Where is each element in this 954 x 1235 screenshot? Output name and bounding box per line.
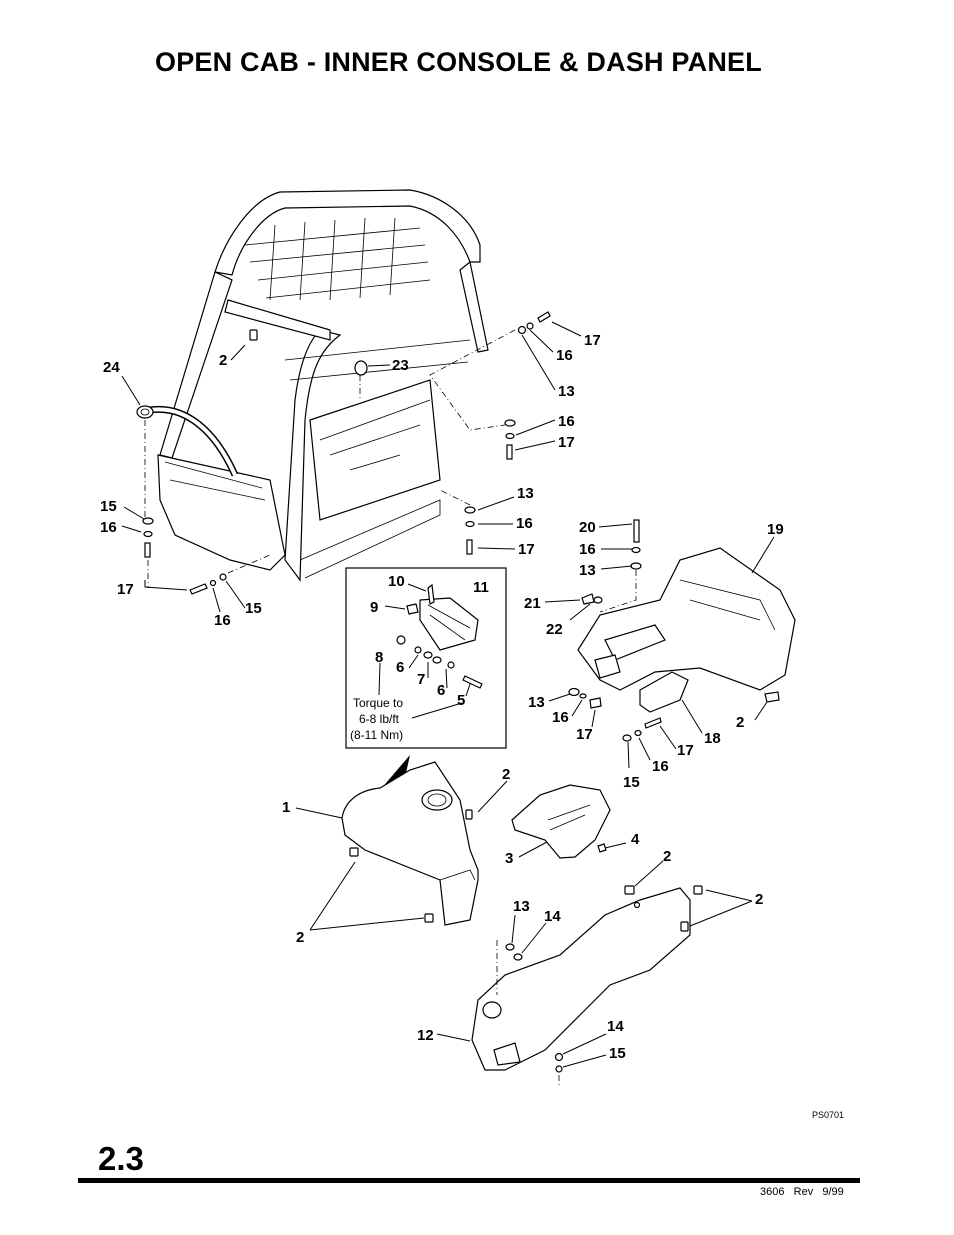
callout-17: 17 xyxy=(677,742,694,759)
callout-18: 18 xyxy=(704,730,721,747)
callout-2: 2 xyxy=(219,352,227,369)
callout-8: 8 xyxy=(375,649,383,666)
callout-16: 16 xyxy=(652,758,669,775)
callout-13: 13 xyxy=(579,562,596,579)
callout-11: 11 xyxy=(473,579,489,596)
callout-16: 16 xyxy=(516,515,533,532)
inset-detail-box xyxy=(345,567,507,749)
callout-9: 9 xyxy=(370,599,378,616)
callout-23: 23 xyxy=(392,357,409,374)
callout-6: 6 xyxy=(396,659,404,676)
callout-labels: 24 2 23 17 16 13 16 17 13 16 17 15 16 17… xyxy=(100,332,784,1062)
callout-13: 13 xyxy=(513,898,530,915)
callout-16: 16 xyxy=(214,612,231,629)
callout-15: 15 xyxy=(245,600,262,617)
footer-rule xyxy=(78,1178,860,1183)
callout-17: 17 xyxy=(117,581,134,598)
callout-12: 12 xyxy=(417,1027,434,1044)
figure-id: PS0701 xyxy=(812,1110,845,1120)
cab-frame-illustration xyxy=(149,189,489,582)
callout-13: 13 xyxy=(517,485,534,502)
callout-3: 3 xyxy=(505,850,513,867)
inner-console-illustration xyxy=(341,755,479,926)
callout-15: 15 xyxy=(100,498,117,515)
callout-16: 16 xyxy=(552,709,569,726)
torque-note-line-1: Torque to xyxy=(353,696,403,710)
page-title: OPEN CAB - INNER CONSOLE & DASH PANEL xyxy=(155,47,762,77)
callout-5: 5 xyxy=(457,692,465,709)
callout-17: 17 xyxy=(584,332,601,349)
callout-leader-lines xyxy=(121,321,775,1068)
side-console-illustration xyxy=(568,519,796,742)
callout-15: 15 xyxy=(623,774,640,791)
callout-2: 2 xyxy=(296,929,304,946)
callout-21: 21 xyxy=(524,595,541,612)
callout-16: 16 xyxy=(100,519,117,536)
document-revision: 3606 Rev 9/99 xyxy=(760,1186,844,1198)
lower-panel-illustration xyxy=(471,885,703,1085)
callout-6: 6 xyxy=(437,682,445,699)
callout-7: 7 xyxy=(417,671,425,688)
callout-17: 17 xyxy=(558,434,575,451)
callout-4: 4 xyxy=(631,831,640,848)
callout-17: 17 xyxy=(576,726,593,743)
callout-19: 19 xyxy=(767,521,784,538)
callout-10: 10 xyxy=(388,573,405,590)
callout-22: 22 xyxy=(546,621,563,638)
callout-1: 1 xyxy=(282,799,290,816)
callout-2: 2 xyxy=(502,766,510,783)
callout-17: 17 xyxy=(518,541,535,558)
torque-note-line-3: (8-11 Nm) xyxy=(350,728,403,742)
inset-detail-illustration xyxy=(396,583,483,689)
hardware-parts xyxy=(136,311,551,595)
section-number: 2.3 xyxy=(98,1140,144,1177)
torque-note-line-2: 6-8 lb/ft xyxy=(359,712,400,726)
callout-20: 20 xyxy=(579,519,596,536)
callout-16: 16 xyxy=(556,347,573,364)
callout-14: 14 xyxy=(544,908,561,925)
callout-14: 14 xyxy=(607,1018,624,1035)
callout-16: 16 xyxy=(558,413,575,430)
callout-13: 13 xyxy=(528,694,545,711)
callout-2: 2 xyxy=(755,891,763,908)
torque-note: Torque to 6-8 lb/ft (8-11 Nm) xyxy=(350,696,403,742)
callout-13: 13 xyxy=(558,383,575,400)
callout-2: 2 xyxy=(663,848,671,865)
callout-24: 24 xyxy=(103,359,120,376)
callout-2: 2 xyxy=(736,714,744,731)
floor-plate-illustration xyxy=(511,784,611,859)
callout-15: 15 xyxy=(609,1045,626,1062)
callout-16: 16 xyxy=(579,541,596,558)
